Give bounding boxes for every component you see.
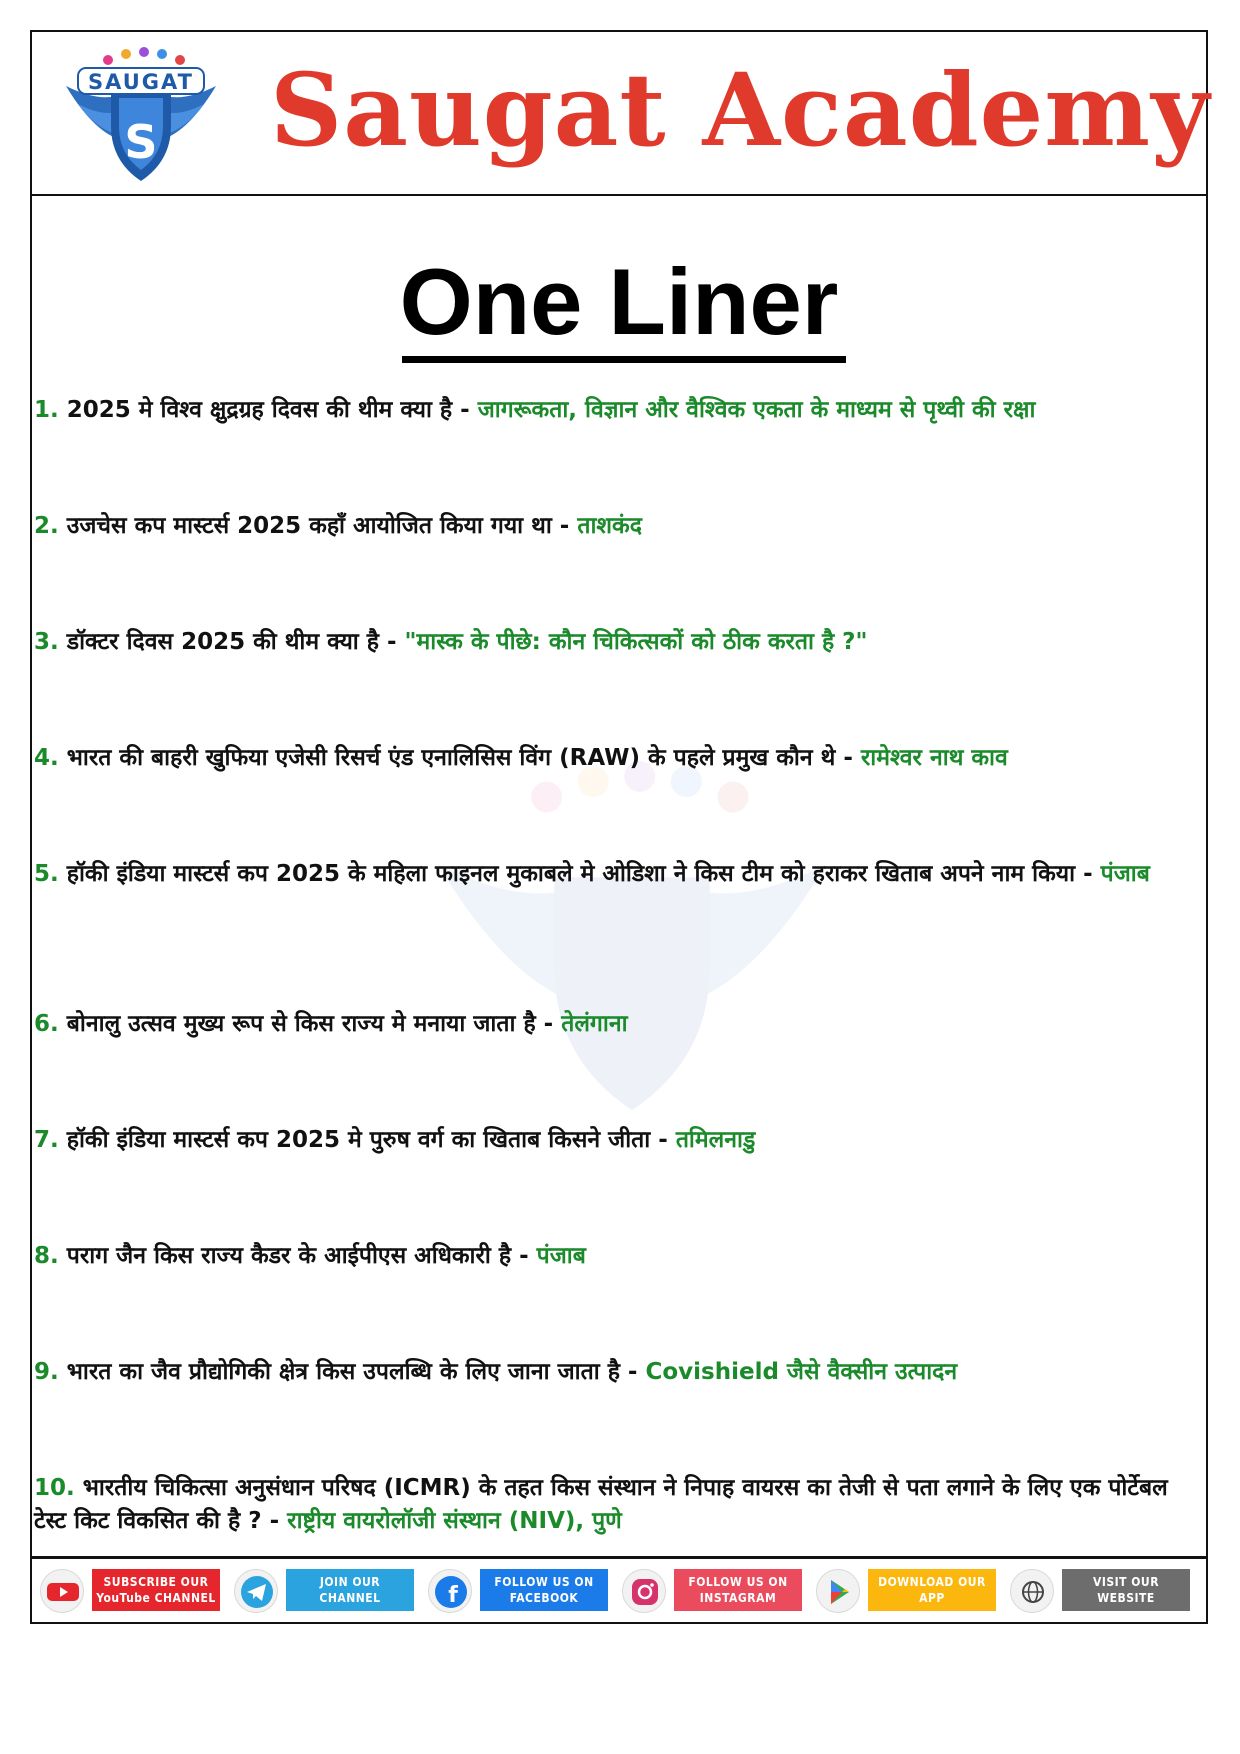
page-frame: S SAUGAT Saugat Academy One Liner 1. 202…	[30, 30, 1209, 1624]
question-item: 1. 2025 मे विश्व क्षुद्रग्रह दिवस की थीम…	[34, 397, 1036, 423]
logo-letter: S	[124, 115, 157, 169]
question-item: 4. भारत की बाहरी खुफिया एजेसी रिसर्च एंड…	[34, 745, 1008, 771]
question-item: 7. हॉकी इंडिया मास्टर्स कप 2025 मे पुरुष…	[34, 1127, 756, 1153]
header: S SAUGAT Saugat Academy	[32, 32, 1209, 196]
page-title: One Liner	[399, 249, 839, 354]
instagram-icon	[622, 1569, 666, 1613]
svg-text:f: f	[448, 1583, 458, 1608]
title-underline	[402, 356, 846, 363]
question-item: 10. भारतीय चिकित्सा अनुसंधान परिषद (ICMR…	[34, 1475, 1168, 1534]
question-item: 2. उजचेस कप मास्टर्स 2025 कहाँ आयोजित कि…	[34, 513, 642, 539]
question-item: 3. डॉक्टर दिवस 2025 की थीम क्या है - "मा…	[34, 629, 868, 655]
logo-text: SAUGAT	[88, 70, 194, 94]
youtube-icon	[40, 1569, 84, 1613]
question-item: 6. बोनालु उत्सव मुख्य रूप से किस राज्य म…	[34, 1011, 628, 1037]
question-item: 8. पराग जैन किस राज्य कैडर के आईपीएस अधि…	[34, 1243, 586, 1269]
telegram-icon	[234, 1569, 278, 1613]
question-item: 9. भारत का जैव प्रौद्योगिकी क्षेत्र किस …	[34, 1359, 958, 1385]
watermark-logo	[437, 760, 827, 1111]
play-store-icon	[816, 1569, 860, 1613]
question-item: 5. हॉकी इंडिया मास्टर्स कप 2025 के महिला…	[34, 861, 1150, 887]
facebook-icon: f	[428, 1569, 472, 1613]
academy-name: Saugat Academy	[270, 51, 1211, 169]
saugat-logo: S SAUGAT	[66, 47, 216, 181]
globe-icon	[1010, 1569, 1054, 1613]
